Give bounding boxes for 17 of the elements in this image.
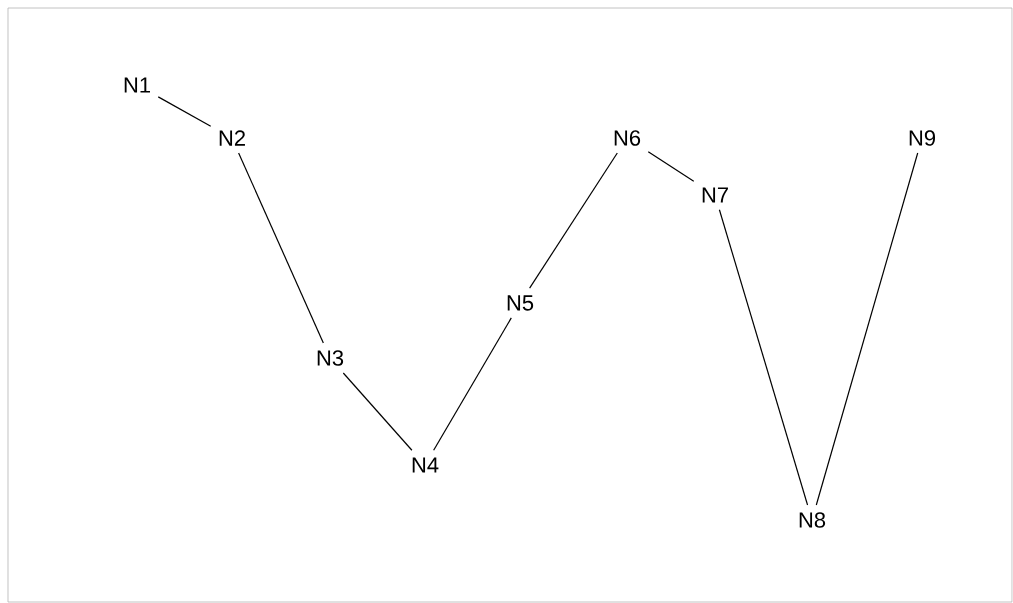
node-label: N9 <box>909 130 936 146</box>
connector-line <box>529 152 618 289</box>
node-label: N2 <box>219 130 245 146</box>
connector-line <box>238 152 324 344</box>
connector-line <box>157 96 212 127</box>
node-label: N5 <box>507 295 534 311</box>
connector-line <box>647 151 695 182</box>
node-label: N8 <box>799 512 826 528</box>
connector-line <box>342 372 413 451</box>
connector-line <box>815 152 919 506</box>
node-label: N3 <box>317 350 344 366</box>
connector-line <box>433 317 512 451</box>
node-label: N7 <box>702 187 728 203</box>
connector-line <box>718 209 809 506</box>
node-label: N6 <box>614 130 641 146</box>
node-label: N4 <box>412 457 439 473</box>
node-label: N1 <box>124 77 150 93</box>
